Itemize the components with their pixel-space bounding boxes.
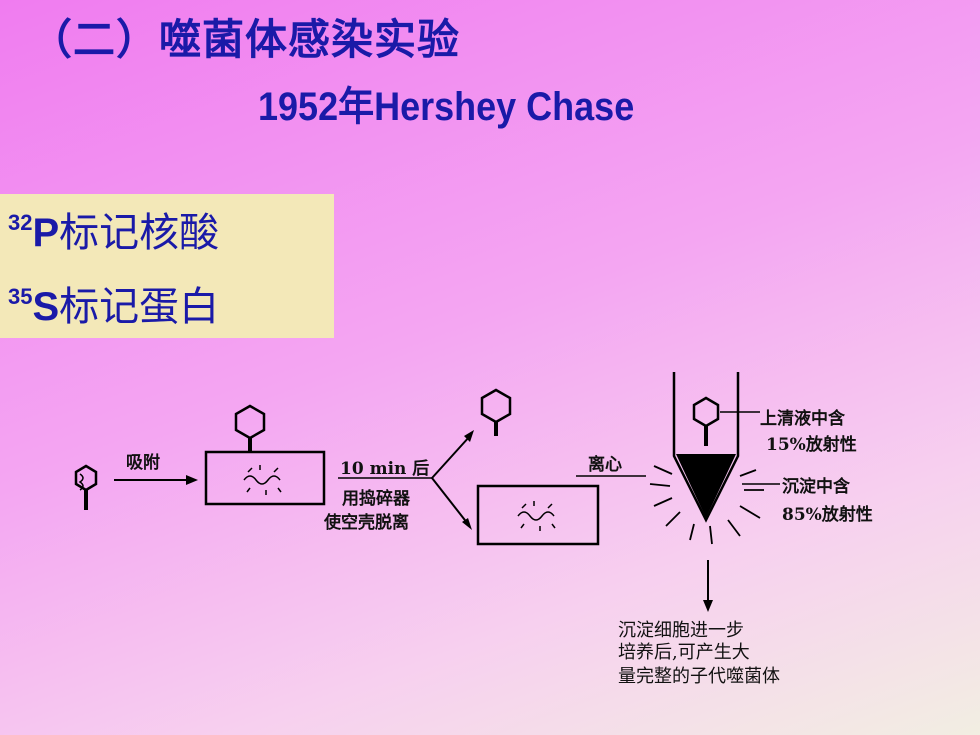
result-text-2: 培养后,可产生大 xyxy=(618,642,750,663)
dna-squiggle-icon-1 xyxy=(243,465,282,495)
p-element: P xyxy=(32,211,60,255)
blend-label-1: 用捣碎器 xyxy=(342,488,411,509)
dna-squiggle-icon-2 xyxy=(517,501,556,531)
page-title: （二）噬菌体感染实验 xyxy=(30,15,461,64)
s-element: S xyxy=(32,285,60,329)
phage-icon-left xyxy=(74,464,98,510)
p-label: 32P标记核酸 xyxy=(8,200,219,258)
adsorb-label: 吸附 xyxy=(126,452,160,473)
bacterium-cell-1 xyxy=(204,450,326,506)
pellet-label-2: 85%放射性 xyxy=(782,504,873,525)
blend-label-2: 使空壳脱离 xyxy=(323,512,409,533)
pellet-label-1: 沉淀中含 xyxy=(782,476,851,497)
supernatant-label-1: 上清液中含 xyxy=(760,408,846,429)
p-mass-number: 32 xyxy=(8,210,33,235)
supernatant-label-2: 15%放射性 xyxy=(766,434,857,455)
arrow-to-ghost xyxy=(431,435,471,479)
phage-ghost-icon xyxy=(480,388,512,436)
centrifuge-label: 离心 xyxy=(588,454,622,475)
arrow-to-cell xyxy=(431,477,469,525)
phage-icon-attached xyxy=(234,404,266,452)
s-label-text: 标记蛋白 xyxy=(59,284,220,330)
s-label: 35S标记蛋白 xyxy=(8,274,219,332)
s-mass-number: 35 xyxy=(8,284,33,309)
page-subtitle: 1952年Hershey Chase xyxy=(258,85,635,129)
label-box: 32P标记核酸 35S标记蛋白 xyxy=(0,194,334,338)
centrifuge-tube xyxy=(649,372,764,545)
bacterium-cell-2 xyxy=(476,484,600,546)
phage-ghost-icon-tube xyxy=(692,396,720,446)
radiation-lines xyxy=(649,465,764,545)
after-10min-label: 10 min 后 xyxy=(340,459,429,479)
p-label-text: 标记核酸 xyxy=(59,210,220,256)
result-text-3: 量完整的子代噬菌体 xyxy=(618,666,780,687)
result-text-1: 沉淀细胞进一步 xyxy=(618,620,744,641)
experiment-diagram: 吸附 10 min 后 用捣碎器 使空壳脱离 离心 xyxy=(74,372,873,687)
